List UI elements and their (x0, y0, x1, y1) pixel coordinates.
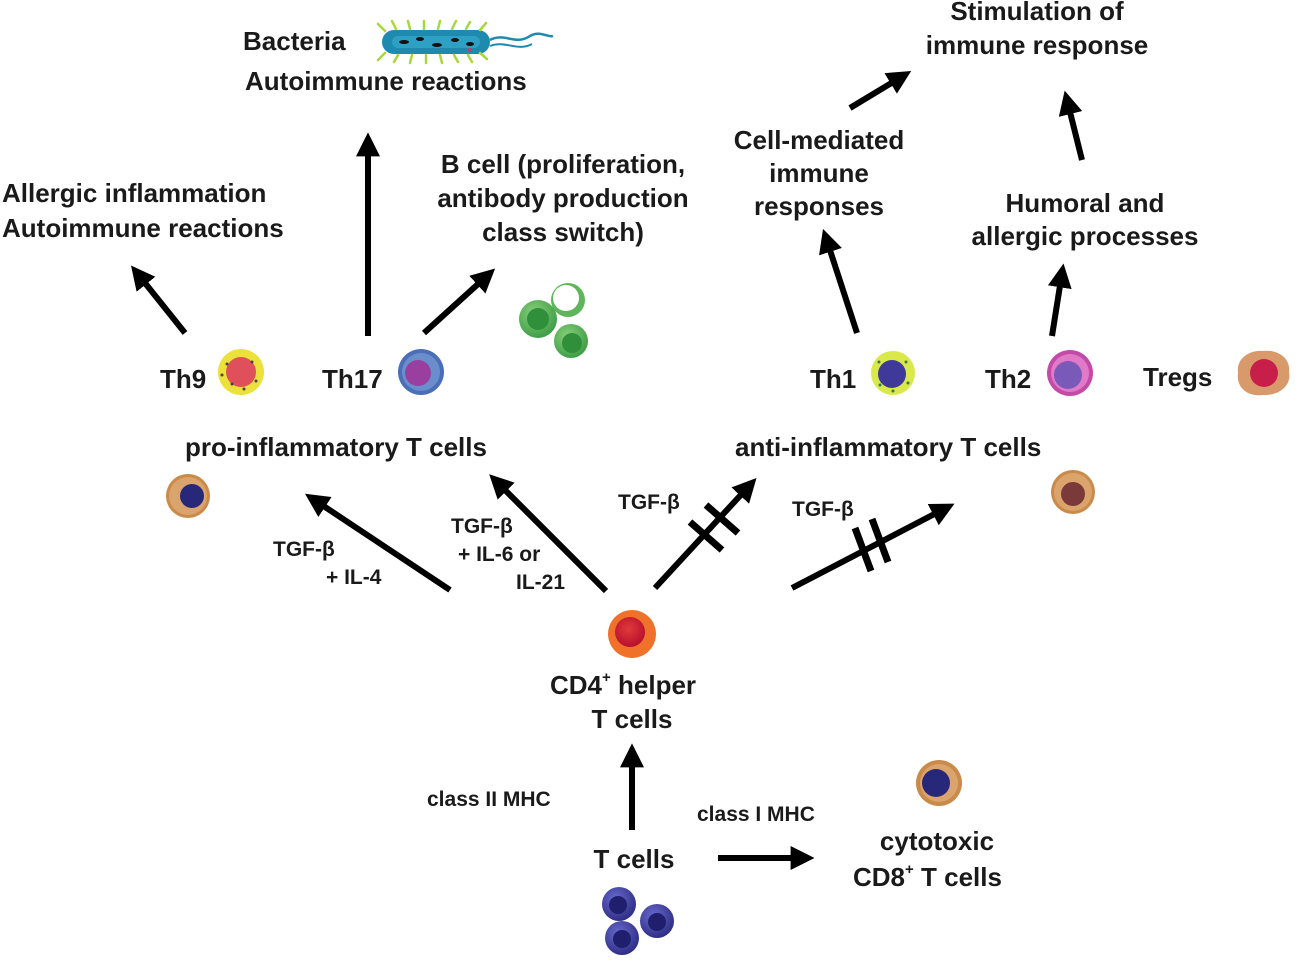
b-cell-cluster-icon (519, 283, 588, 358)
cell-mediated-to-stimulation-arrow (848, 71, 912, 111)
humoral-to-stimulation-arrow (1058, 90, 1085, 161)
cd4-to-pro-inflammatory-arrow-1 (305, 493, 452, 593)
treg-cell-icon (1237, 350, 1290, 396)
stimulation-label-line2: immune response (926, 30, 1149, 60)
cd8-cytotoxic-cell-icon (916, 760, 962, 806)
tgf-il6-label-line3: IL-21 (516, 571, 565, 594)
th1-to-cell-mediated-arrow (819, 228, 860, 334)
t-cells-label: T cells (594, 844, 675, 874)
cell-mediated-label-line1: Cell-mediated (734, 125, 905, 155)
bacteria-label: Bacteria (243, 26, 346, 56)
th1-label: Th1 (810, 364, 856, 394)
cell-mediated-label-line3: responses (754, 191, 884, 221)
cytotoxic-label-line1: cytotoxic (880, 826, 994, 856)
tgf-il6-label-line2: + IL-6 or (458, 543, 540, 566)
bcell-label-line3: class switch) (482, 217, 644, 247)
th9-label: Th9 (160, 364, 206, 394)
bcell-label-line1: B cell (proliferation, (441, 149, 685, 179)
naive-t-cells-icon (602, 887, 674, 955)
cd4-label-line2: T cells (592, 704, 673, 734)
cd4-to-anti-inflammatory-arrow-2 (790, 503, 955, 591)
tgf-block-right-inhibition-bars (851, 517, 892, 573)
class-i-mhc-label: class I MHC (697, 803, 815, 826)
stimulation-label-line1: Stimulation of (950, 0, 1124, 26)
humoral-label-line2: allergic processes (972, 221, 1199, 251)
tgf-il4-label-line1: TGF-β (273, 538, 335, 561)
th17-to-bcell-arrow (421, 268, 496, 336)
th2-label: Th2 (985, 364, 1031, 394)
cell-mediated-label-line2: immune (769, 158, 869, 188)
anti-inflammatory-cell-icon (1051, 470, 1095, 514)
cd4-to-pro-inflammatory-arrow-2 (489, 474, 609, 594)
bcell-label-line2: antibody production (437, 183, 688, 213)
cd4-helper-t-cell-icon (608, 610, 656, 658)
class-ii-mhc-label: class II MHC (427, 788, 551, 811)
autoimmune-reactions-label: Autoimmune reactions (2, 213, 284, 243)
pro-inflammatory-cell-icon (166, 474, 210, 518)
tgf-il4-label-line2: + IL-4 (326, 566, 382, 589)
tgf-block-left-label: TGF-β (618, 491, 680, 514)
th9-to-allergic-arrow (131, 265, 188, 335)
th2-cell-icon (1047, 350, 1093, 396)
tgf-block-right-label: TGF-β (792, 498, 854, 521)
bacteria-icon (376, 19, 554, 65)
allergic-inflammation-label: Allergic inflammation (2, 178, 266, 208)
th1-cell-icon (871, 351, 915, 395)
th9-cell-icon (218, 349, 264, 395)
th17-cell-icon (398, 349, 444, 395)
pro-inflammatory-label: pro-inflammatory T cells (185, 432, 487, 462)
cd8-label-line2: CD8+ T cells (853, 861, 1002, 892)
anti-inflammatory-label: anti-inflammatory T cells (735, 432, 1041, 462)
th2-to-humoral-arrow (1047, 263, 1072, 337)
bacteria-autoimmune-label: Autoimmune reactions (245, 66, 527, 96)
tgf-il6-label-line1: TGF-β (451, 515, 513, 538)
humoral-label-line1: Humoral and (1006, 188, 1165, 218)
th17-label: Th17 (322, 364, 383, 394)
cd4-label-line1: CD4+ helper (550, 669, 696, 700)
tregs-label: Tregs (1143, 362, 1212, 392)
tgf-block-left-inhibition-bars (687, 502, 741, 553)
